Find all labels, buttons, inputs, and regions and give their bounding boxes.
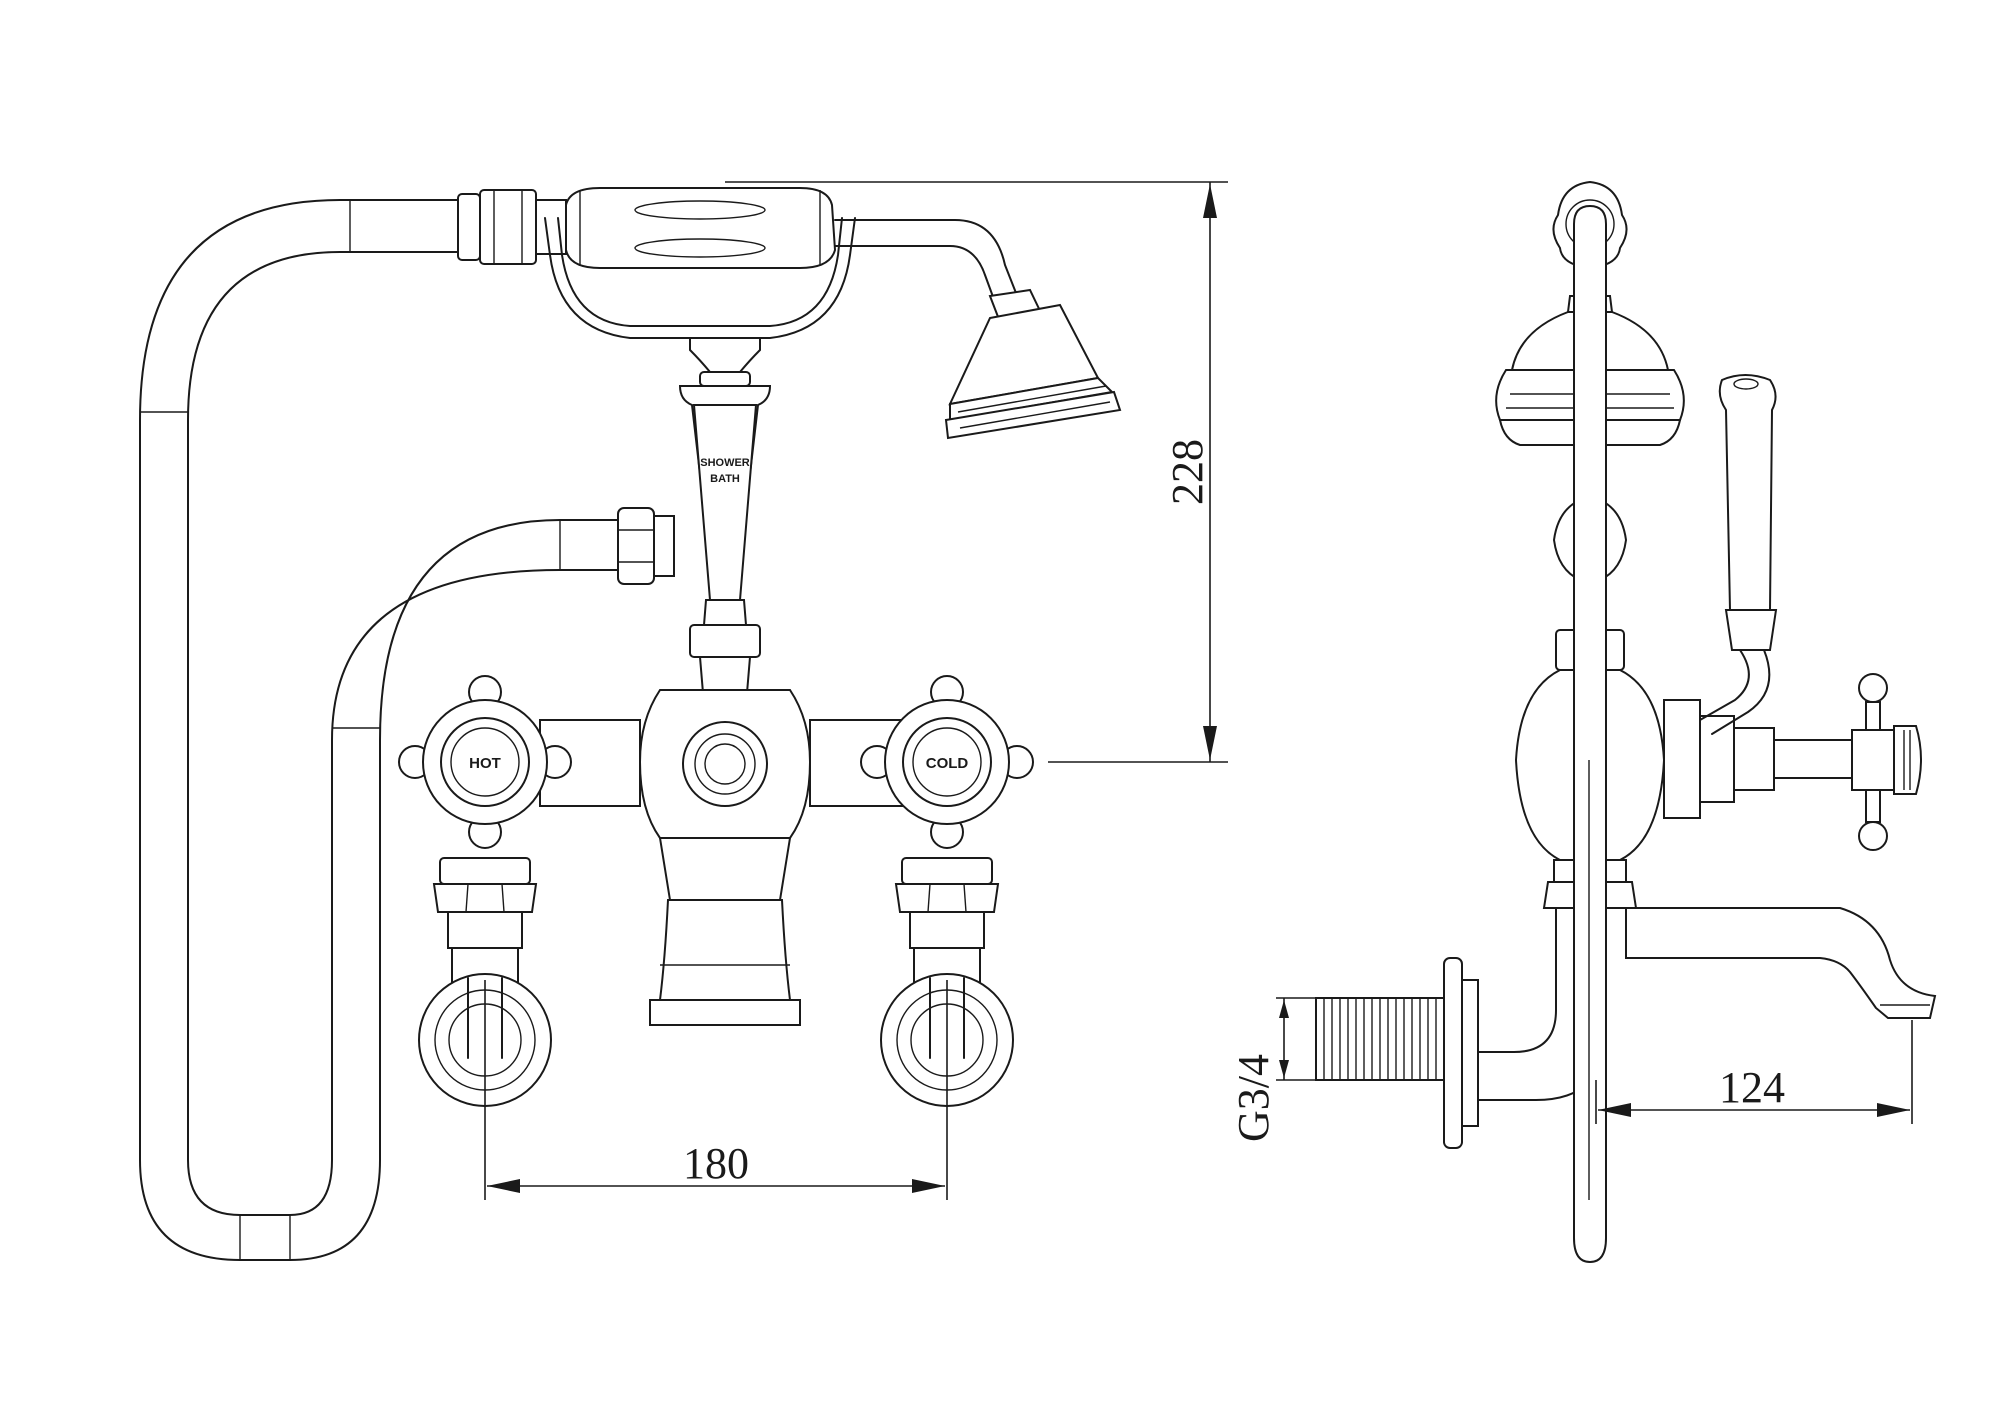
side-bath-spout [1625, 907, 1937, 1019]
thread-hatching [1323, 998, 1437, 1080]
shower-rose [944, 288, 1122, 440]
dimension-centres: 180 [484, 980, 948, 1200]
side-lever [1699, 374, 1778, 735]
side-view: G3/4 124 [1229, 180, 1937, 1264]
hose-connector-nut [617, 507, 675, 585]
dimension-height-label: 228 [1163, 439, 1212, 505]
diverter-label-bath: BATH [710, 473, 740, 485]
dimension-centres-label: 180 [683, 1139, 749, 1188]
cold-valve: COLD [860, 675, 1034, 1107]
side-supply-elbow [1315, 907, 1607, 1149]
diverter-lever: SHOWER BATH [678, 385, 772, 726]
diverter-label-shower: SHOWER [700, 457, 750, 469]
side-cross-handle [1851, 673, 1922, 851]
cold-label: COLD [926, 755, 969, 772]
side-body [1514, 669, 1853, 909]
mixer-body [539, 689, 913, 1026]
dimension-projection-label: 124 [1719, 1063, 1785, 1112]
side-hose-pipe [1573, 204, 1607, 1264]
shower-handset [565, 187, 1019, 306]
hot-label: HOT [469, 755, 501, 772]
dimension-height: 228 [725, 181, 1228, 763]
dimension-projection: 124 [1595, 1020, 1913, 1124]
shower-hose [139, 199, 621, 1261]
front-view: SHOWER BATH [139, 181, 1228, 1261]
hose-end-fitting [457, 189, 567, 265]
handset-cradle [544, 217, 856, 387]
dimension-thread: G3/4 [1229, 997, 1316, 1142]
dimension-thread-label: G3/4 [1229, 1054, 1278, 1142]
